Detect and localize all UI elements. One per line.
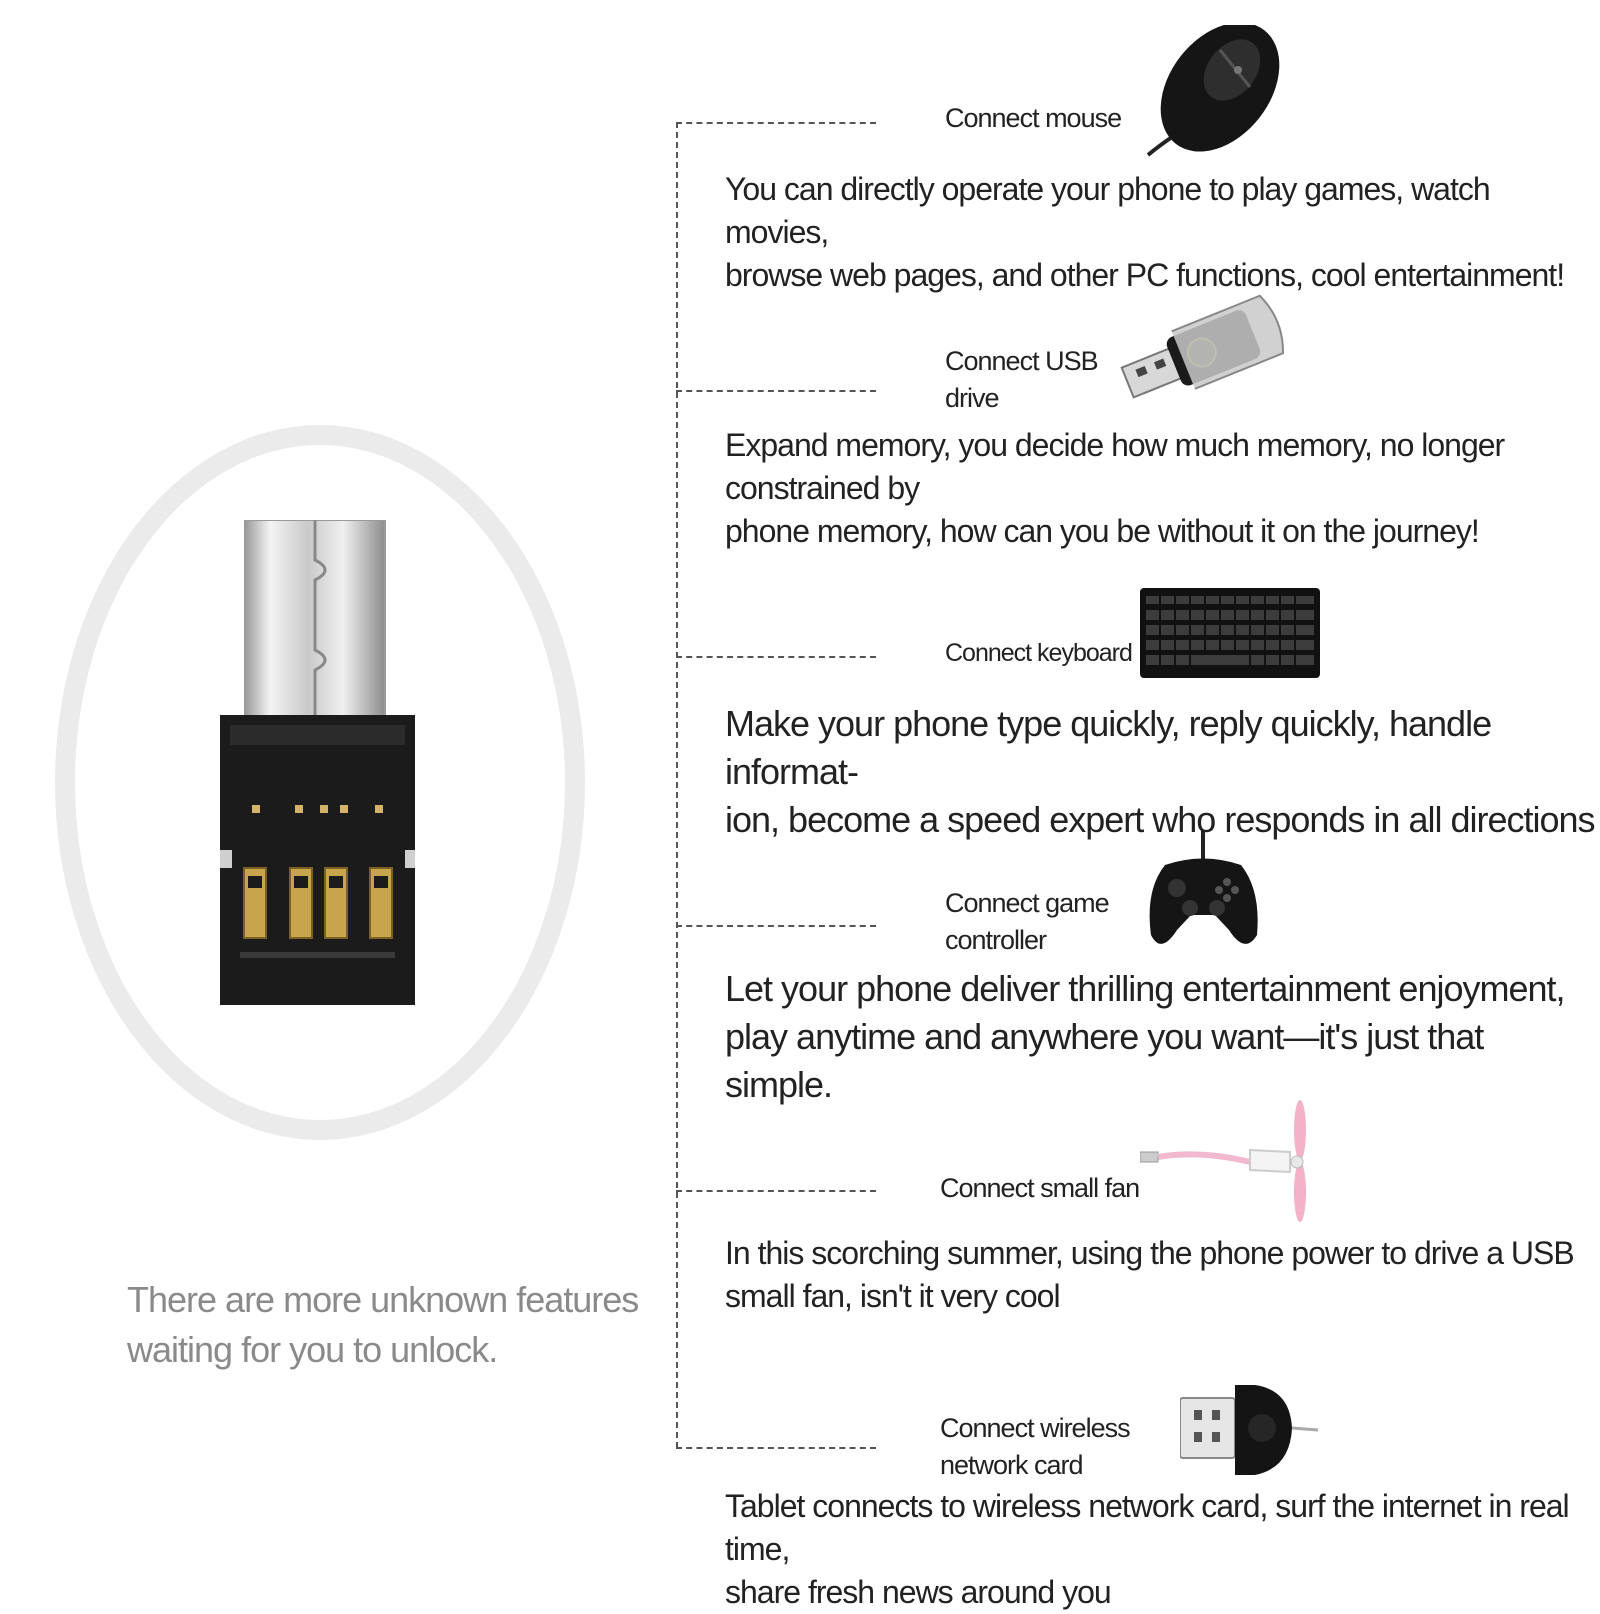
mouse-icon — [1140, 25, 1290, 160]
connector-branch-game-controller — [676, 925, 876, 927]
tagline-line-1: There are more unknown features — [127, 1279, 639, 1320]
feature-label-game-controller: Connect game controller — [945, 888, 1110, 955]
feature-desc-network-card: Tablet connects to wireless network card… — [725, 1488, 1570, 1610]
otg-adapter-icon — [220, 520, 430, 1010]
keyboard-icon — [1140, 588, 1320, 678]
feature-desc-small-fan: In this scorching summer, using the phon… — [725, 1235, 1575, 1314]
usb-fan-icon — [1140, 1100, 1320, 1225]
game-controller-icon — [1145, 830, 1265, 960]
tagline: There are more unknown features waiting … — [127, 1275, 647, 1375]
feature-label-usb-drive: Connect USB drive — [945, 346, 1099, 413]
connector-branch-usb-drive — [676, 390, 876, 392]
tagline-line-2: waiting for you to unlock. — [127, 1329, 498, 1370]
feature-label-keyboard: Connect keyboard — [945, 639, 1133, 667]
feature-desc-keyboard: Make your phone type quickly, reply quic… — [725, 703, 1596, 840]
wireless-network-card-icon — [1180, 1380, 1320, 1480]
feature-desc-usb-drive: Expand memory, you decide how much memor… — [725, 427, 1505, 549]
feature-desc-mouse: You can directly operate your phone to p… — [725, 171, 1565, 293]
feature-label-small-fan: Connect small fan — [940, 1173, 1140, 1203]
usb-drive-icon — [1120, 290, 1290, 405]
feature-label-network-card: Connect wireless network card — [940, 1413, 1131, 1480]
connector-branch-keyboard — [676, 656, 876, 658]
feature-desc-game-controller: Let your phone deliver thrilling enterta… — [725, 968, 1566, 1105]
connector-branch-mouse — [676, 122, 876, 124]
connector-branch-small-fan — [676, 1190, 876, 1192]
connector-branch-network-card — [676, 1447, 876, 1449]
feature-label-mouse: Connect mouse — [945, 103, 1122, 133]
connector-vertical-line — [676, 122, 678, 1448]
